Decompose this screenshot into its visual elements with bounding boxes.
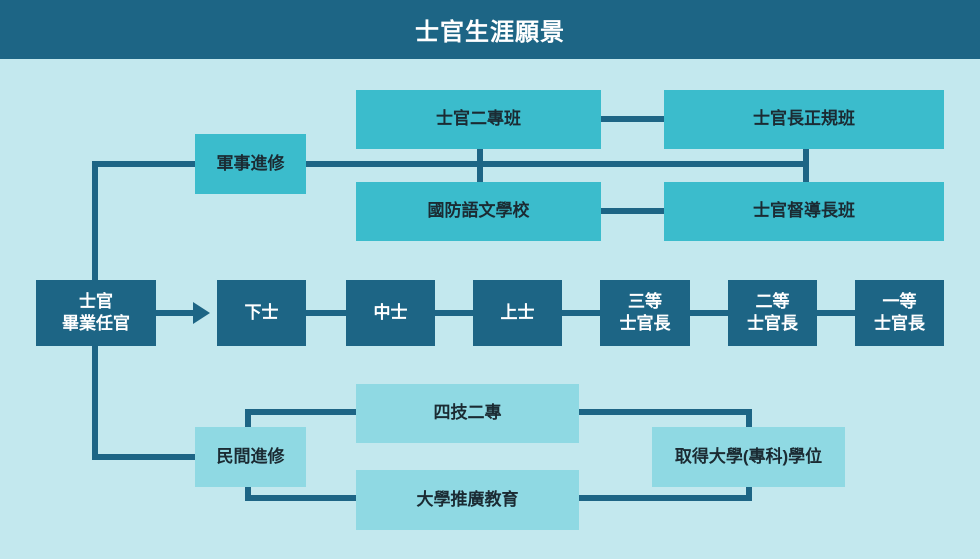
rank-line2: 士官長 (874, 314, 925, 333)
connector-to-civilian (92, 346, 195, 460)
course-box-nco-regular: 士官長正規班 (664, 90, 944, 149)
arrow-right-icon (193, 302, 210, 324)
rank-box-first-class-master: 一等 士官長 (855, 280, 944, 346)
rank-box-second-class-master: 二等 士官長 (728, 280, 817, 346)
connector-path-upper-to-degree (578, 409, 752, 430)
rank-box-staff-sergeant: 中士 (346, 280, 435, 346)
rank-box-sergeant: 下士 (217, 280, 306, 346)
path-box-extension-education: 大學推廣教育 (356, 470, 579, 530)
degree-box: 取得大學(專科)學位 (652, 427, 845, 487)
rank-box-third-class-master: 三等 士官長 (600, 280, 690, 346)
rank-line1: 中士 (373, 302, 408, 322)
course-box-language-school: 國防語文學校 (356, 182, 601, 241)
rank-line2: 士官長 (619, 314, 671, 333)
rank-line1: 下士 (244, 302, 279, 322)
course-box-nco-two-year: 士官二專班 (356, 90, 601, 149)
start-box: 士官 畢業任官 (36, 280, 156, 346)
rank-line1: 二等 (755, 291, 790, 311)
start-line1: 士官 (79, 291, 113, 311)
civilian-study-box: 民間進修 (195, 427, 306, 487)
rank-line2: 士官長 (747, 314, 798, 333)
connector-to-military (92, 161, 195, 280)
rank-line1: 三等 (628, 291, 662, 311)
start-line2: 畢業任官 (62, 314, 130, 333)
path-box-technical-college: 四技二專 (356, 384, 579, 443)
connector-path-lower-to-degree (578, 487, 752, 501)
connector-civilian-upper (245, 409, 357, 430)
page-title: 士官生涯願景 (415, 19, 565, 46)
connector-civilian-lower (245, 487, 357, 501)
rank-box-sergeant-first-class: 上士 (473, 280, 562, 346)
military-study-box: 軍事進修 (195, 134, 306, 194)
header-bar: 士官生涯願景 (0, 0, 980, 59)
rank-line1: 一等 (882, 291, 917, 311)
course-box-nco-supervisor: 士官督導長班 (664, 182, 944, 241)
rank-line1: 上士 (500, 302, 535, 322)
